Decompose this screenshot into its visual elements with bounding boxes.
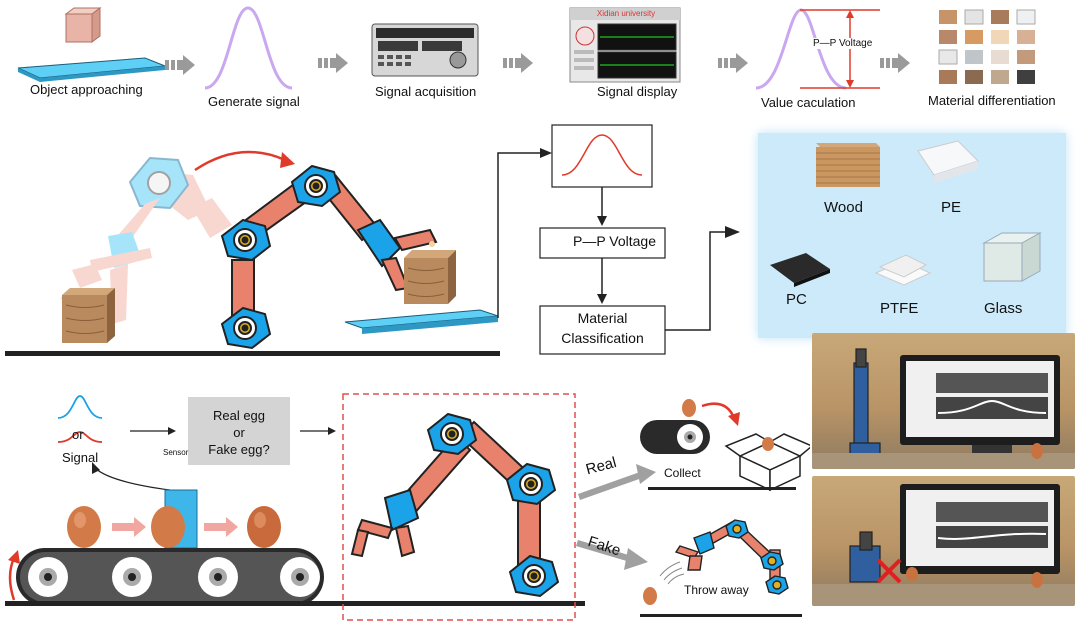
- ppv-inline-label: P—P Voltage: [813, 38, 873, 49]
- material-label-glass: Glass: [984, 300, 1023, 317]
- signal-label-text: Signal: [62, 450, 99, 465]
- photo-real-egg: [812, 333, 1075, 469]
- material-label-pe: PE: [941, 199, 962, 216]
- cross-icon: [876, 558, 902, 584]
- egg-sorting-scene: [5, 393, 810, 621]
- display-header-text: Xidian university: [596, 9, 656, 18]
- ground-line: [5, 351, 500, 356]
- wood-block-left: [62, 288, 115, 343]
- collect-scene: [640, 399, 810, 492]
- sensor-label-text: Sensor: [163, 448, 189, 457]
- question-line1: Real egg: [212, 408, 266, 423]
- materials-panel: Wood PE PC PTFE Glass: [758, 133, 1066, 338]
- photo-real-egg-graphics: [812, 348, 1075, 469]
- ptfe-sample: [874, 254, 932, 286]
- collect-label: Collect: [664, 466, 701, 480]
- classification-box-line2: Classification: [561, 330, 644, 346]
- arrow-right-icon: [718, 53, 748, 73]
- arrow-right-icon: [165, 55, 195, 75]
- classification-box-line1: Material: [577, 310, 628, 326]
- step-label-generate: Generate signal: [208, 94, 300, 109]
- value-calculation-graphic: [755, 8, 880, 90]
- question-box: [188, 397, 290, 465]
- question-line2: or: [233, 425, 245, 440]
- glass-sample: [982, 232, 1042, 282]
- pc-sample: [770, 253, 830, 287]
- egg-icon: [643, 587, 657, 605]
- signal-or-text: or: [72, 427, 84, 442]
- pe-sample: [917, 140, 979, 183]
- signal-display-window: [569, 7, 681, 83]
- materials-graphics: [770, 140, 1042, 287]
- step-label-display: Signal display: [597, 84, 678, 99]
- pipeline-graphics: [17, 6, 1036, 90]
- material-label-ptfe: PTFE: [880, 300, 919, 317]
- step-label-material: Material differentiation: [928, 93, 1056, 108]
- arm-focus-box: [342, 393, 576, 621]
- ppv-box: [539, 227, 666, 259]
- photo-fake-egg: [812, 476, 1075, 606]
- material-label-pc: PC: [786, 291, 807, 308]
- photo-fake-egg-graphics: [812, 484, 1075, 606]
- conveyor-belt: [8, 548, 324, 606]
- throw-label: Throw away: [684, 583, 749, 597]
- wood-block-right: [404, 250, 456, 304]
- material-sample-grid: [938, 9, 1036, 84]
- ppv-box-text: P—P Voltage: [572, 233, 657, 249]
- egg-icon: [247, 506, 281, 548]
- egg-icon: [682, 399, 696, 417]
- generated-signal-curve: [204, 6, 293, 90]
- step-label-object: Object approaching: [30, 82, 143, 97]
- step-label-value: Value caculation: [761, 95, 856, 110]
- arrow-right-icon: [880, 53, 910, 73]
- main-robot-arm: [220, 164, 438, 350]
- instrument-graphic: [371, 23, 479, 77]
- object-approaching-graphic: [17, 7, 166, 82]
- arrow-right-icon: [503, 53, 533, 73]
- throw-scene: [640, 519, 802, 617]
- arrow-right-icon: [318, 53, 348, 73]
- ghost-robot-arm: [60, 156, 232, 324]
- wood-sample: [816, 143, 880, 187]
- question-line3: Fake egg?: [208, 442, 270, 457]
- egg-icon: [151, 506, 185, 548]
- sorting-robot-arm: [350, 412, 560, 598]
- step-label-acquisition: Signal acquisition: [375, 84, 477, 99]
- egg-icon: [67, 506, 101, 548]
- material-label-wood: Wood: [824, 199, 863, 216]
- robot-arm-scene: [5, 124, 740, 356]
- box-icon: [724, 433, 810, 492]
